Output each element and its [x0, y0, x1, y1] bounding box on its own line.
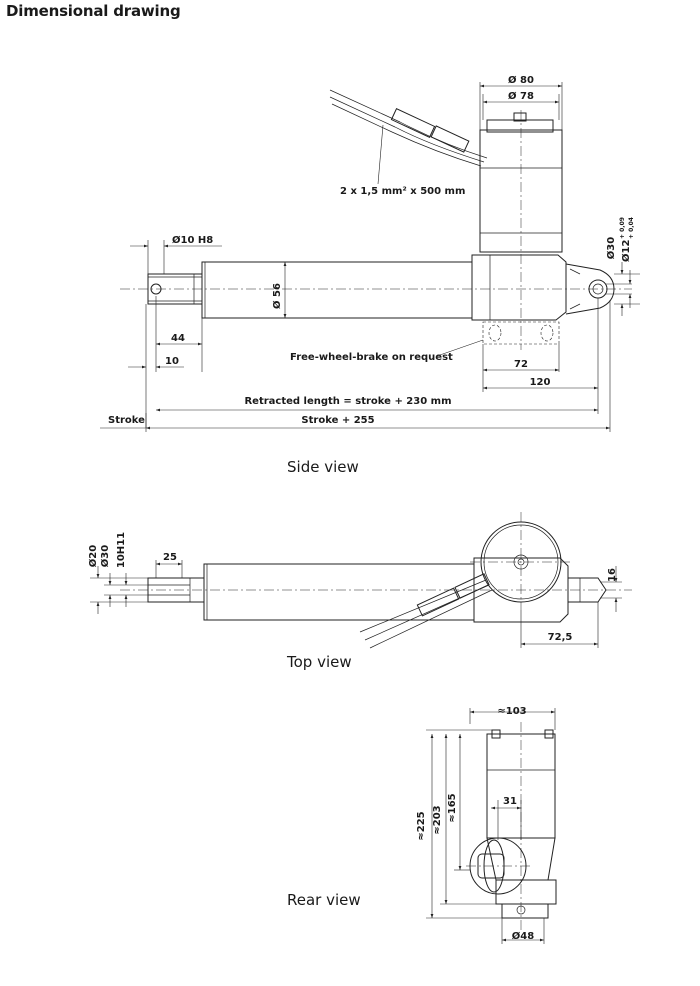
side-dim-80: Ø 80 — [508, 74, 534, 86]
side-dim-10: 10 — [165, 356, 179, 367]
side-dim-10h8: Ø10 H8 — [172, 234, 213, 246]
rear-view: ≈103 ≈225 ≈203 ≈165 31 Ø48 Rear view — [287, 706, 557, 944]
side-dim-120: 120 — [530, 377, 551, 388]
top-dim-30: Ø30 — [99, 545, 111, 567]
top-dim-20: Ø20 — [87, 545, 99, 567]
top-dim-25: 25 — [163, 552, 177, 563]
side-dim-78: Ø 78 — [508, 90, 534, 102]
top-dim-10h11: 10H11 — [116, 532, 127, 568]
stroke-label: Stroke — [108, 415, 145, 426]
side-dim-56: Ø 56 — [271, 283, 283, 309]
rear-dim-225: ≈225 — [416, 811, 427, 840]
rear-dim-165: ≈165 — [447, 793, 458, 822]
page-title: Dimensional drawing — [6, 2, 181, 20]
brake-note: Free-wheel-brake on request — [290, 352, 453, 363]
stroke-255: Stroke + 255 — [301, 415, 374, 426]
side-dim-12: Ø12 — [620, 240, 632, 262]
rear-dim-103: ≈103 — [497, 706, 526, 717]
rear-dim-48: Ø48 — [512, 930, 534, 942]
cable-spec: 2 x 1,5 mm² x 500 mm — [340, 186, 465, 197]
side-dim-44: 44 — [171, 333, 185, 344]
top-dim-16: 16 — [607, 568, 618, 582]
rear-dim-31: 31 — [503, 796, 517, 807]
top-dim-72-5: 72,5 — [548, 632, 573, 643]
retracted-length: Retracted length = stroke + 230 mm — [244, 396, 451, 407]
rear-view-label: Rear view — [287, 891, 361, 909]
side-dim-30: Ø30 — [605, 237, 617, 259]
tolerance-upper: + 0,09 — [619, 217, 626, 239]
side-view-label: Side view — [287, 458, 359, 476]
rear-dim-203: ≈203 — [432, 805, 443, 834]
tolerance-lower: + 0,04 — [628, 217, 635, 239]
top-view-label: Top view — [286, 653, 352, 671]
side-view: Ø 80 Ø 78 2 x 1,5 mm² x 500 mm Ø10 H8 Ø … — [100, 74, 640, 476]
top-view: Ø20 Ø30 10H11 25 16 72,5 Top view — [87, 512, 632, 671]
side-dim-72: 72 — [514, 359, 528, 370]
